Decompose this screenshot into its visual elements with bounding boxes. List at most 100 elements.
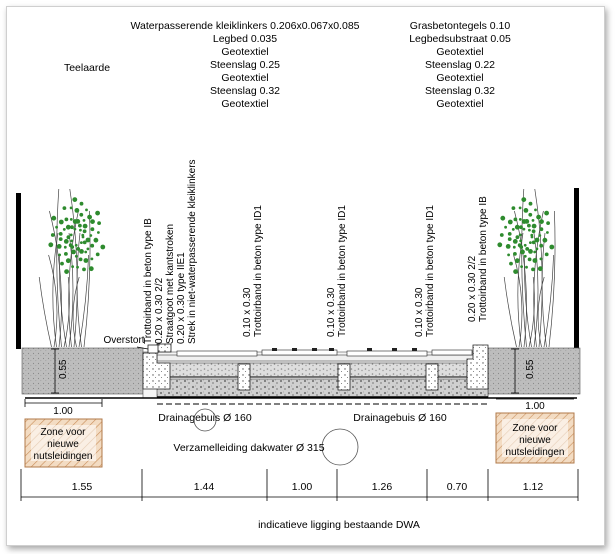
plant-leaf [95,252,100,257]
layers_right-item: Geotextiel [436,46,483,58]
label-curb-left: Trottoirband in beton type IB [143,218,154,344]
plant-leaf [522,227,526,231]
plant-leaf [546,231,549,234]
plant-leaf [531,229,536,234]
label-curb-id1-size-b: 0.10 x 0.30 [326,287,337,337]
dim-3: 1.00 [292,481,313,493]
plant-leaf [539,227,544,232]
plant-leaf [71,249,76,255]
plant-leaf [525,247,530,251]
label-curb-right-size: 0.20 x 0.30 2/2 [467,255,478,322]
plant-leaf [509,261,513,266]
plant-leaf [83,258,89,263]
plant-leaf [69,206,73,210]
label-gutter: Straatgoot met kantstroken [165,224,176,344]
plant-leaf [56,244,62,249]
zone-right-line2: nieuwe [519,435,551,446]
label-gutter-size: 0.20 x 0.30 type IIE1 [176,252,187,344]
plant-stem [521,188,527,348]
layers_left-item: Waterpasserende kleiklinkers 0.206x0.067… [131,20,360,32]
plant-stem [76,232,82,348]
zone-right-line1: Zone voor [512,423,558,434]
plant-stem [38,276,52,348]
plant-leaf [66,235,71,240]
plant-leaf [74,208,80,213]
plant-leaf [65,258,71,264]
wall-right [574,188,579,349]
plant-leaf [538,234,542,237]
plant-leaf [97,231,100,234]
road-structure [25,343,577,405]
plant-leaf [525,265,528,269]
plant-leaf [63,245,67,249]
plant-leaf [531,219,535,222]
plant-leaf [84,250,88,254]
plant-leaf [507,253,510,257]
plant-leaf [514,224,520,230]
plant-leaf [55,225,58,229]
plant-leaf [82,219,86,222]
plant-leaf [78,223,82,228]
plant-leaf [518,206,522,210]
plant-leaf [70,239,74,243]
layers_left-item: Geotextiel [221,98,268,110]
plant-leaf [69,233,73,237]
plant-leaf [48,242,54,248]
plants [38,188,556,348]
plant-leaf [70,245,75,249]
label-curb-id1-c: Trottoirband in beton type ID1 [425,205,436,337]
plant-leaf [513,252,517,256]
plant-leaf [80,241,83,245]
dim-6: 1.12 [523,481,544,493]
overstort-label: Overstort [103,335,144,346]
plant-leaf [521,219,527,224]
layers_right-item: Steenslag 0.32 [425,85,495,97]
collector-pipe [321,428,359,466]
plant-leaf [531,267,535,272]
teelaarde-label: Teelaarde [64,62,110,74]
plant-leaf [58,219,64,225]
plant-leaf [513,269,518,274]
dim-1: 1.55 [72,481,93,493]
plant-leaf [520,249,525,255]
plant-leaf [527,257,532,262]
layers_left-item: Steenslag 0.32 [210,85,280,97]
plant-leaf [58,237,63,242]
plant-stem [83,210,91,348]
plant-leaf [86,247,90,251]
plant-leaf [504,225,507,229]
layers_right-item: Steenslag 0.22 [425,59,495,71]
drain-pipe-left [193,408,217,432]
plant-leaf [511,206,516,211]
plant-leaf [497,242,503,248]
plant-leaf [528,212,533,217]
plant-leaf [499,233,504,237]
layers_left-item: Geotextiel [221,72,268,84]
plant-leaf [79,201,84,206]
plant-leaf [74,243,78,247]
plant-leaf [90,257,94,261]
plant-leaf [515,235,520,240]
plant-leaf [528,201,533,206]
plant-leaf [72,197,78,203]
plant-leaf [85,208,88,212]
plant-leaf [64,252,68,256]
layer-list-left: Waterpasserende kleiklinkers 0.206x0.067… [131,20,360,110]
plant-leaf [50,233,55,237]
plant-leaf [505,244,511,249]
layers_right-item: Geotextiel [436,98,483,110]
cross-section-drawing: Waterpasserende kleiklinkers 0.206x0.067… [16,20,581,531]
depth-left: 0.55 [58,359,69,379]
plant-leaf [79,249,84,254]
plant-leaf [81,233,85,237]
label-curb-id1-size-a: 0.10 x 0.30 [242,287,253,337]
zone-left-line1: Zone voor [40,427,86,438]
plant-leaf [85,237,91,243]
plant-leaf [90,219,95,225]
plant-leaf [534,237,540,243]
plant-leaf [78,257,83,262]
layers_left-item: Legbed 0.035 [213,33,277,45]
plant-stem [503,276,517,348]
plant-leaf [82,267,86,272]
plant-leaf [513,217,518,222]
